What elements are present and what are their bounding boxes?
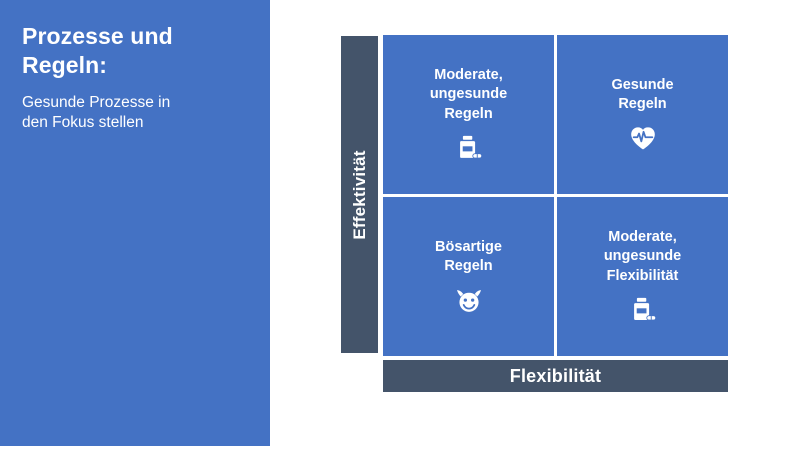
heart-pulse-icon <box>628 123 658 153</box>
quadrant-top-right-label: Gesunde Regeln <box>611 76 674 112</box>
quadrant-bottom-right[interactable]: Moderate, ungesunde Flexibilität <box>557 197 728 356</box>
quadrant-top-right[interactable]: Gesunde Regeln <box>557 35 728 194</box>
pill-bottle-icon <box>628 295 658 325</box>
x-axis-bar: Flexibilität <box>383 360 728 392</box>
page-subtitle: Gesunde Prozesse in den Fokus stellen <box>22 93 171 132</box>
y-axis-bar: Effektivität <box>341 36 378 353</box>
quadrant-grid: Moderate, ungesunde Regeln <box>383 35 728 356</box>
quadrant-bottom-right-label: Moderate, ungesunde Flexibilität <box>603 229 682 284</box>
title-panel: Prozesse und Regeln: Gesunde Prozesse in… <box>0 0 270 446</box>
quadrant-bottom-left[interactable]: Bösartige Regeln <box>383 197 554 356</box>
quadrant-top-left-label: Moderate, ungesunde Regeln <box>429 67 508 122</box>
pill-bottle-icon <box>454 133 484 163</box>
quadrant-bottom-left-label: Bösartige Regeln <box>435 238 502 274</box>
x-axis-label: Flexibilität <box>509 365 602 386</box>
quadrant-top-left[interactable]: Moderate, ungesunde Regeln <box>383 35 554 194</box>
devil-face-icon <box>454 285 484 315</box>
page-title: Prozesse und Regeln: <box>22 23 173 79</box>
y-axis-label: Effektivität <box>349 149 369 240</box>
